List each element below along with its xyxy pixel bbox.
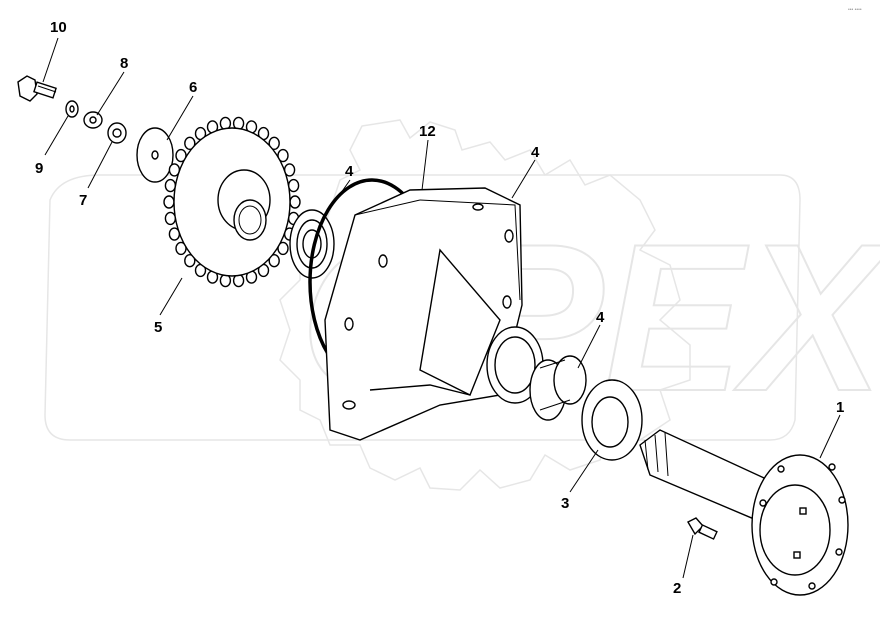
callout-12: 12 xyxy=(419,123,436,140)
part-washer-8 xyxy=(107,122,127,144)
callout-3: 3 xyxy=(561,495,569,512)
leader-9 xyxy=(96,71,125,116)
leader-7 xyxy=(166,95,194,141)
part-washer-9 xyxy=(83,111,103,129)
part-bearing-right xyxy=(529,355,587,421)
leader-4a xyxy=(321,179,351,221)
part-washer-7 xyxy=(136,127,174,183)
sprocket-tooth xyxy=(287,178,300,193)
leader-2 xyxy=(682,534,694,579)
leader-6 xyxy=(159,277,183,316)
leader-11 xyxy=(42,37,59,83)
part-axle-flange xyxy=(639,429,849,596)
leader-8 xyxy=(87,141,113,189)
sprocket-tooth xyxy=(164,178,177,193)
part-washer-10 xyxy=(65,100,79,118)
sprocket-tooth xyxy=(289,195,301,209)
part-bolt xyxy=(17,75,57,102)
callout-4-right: 4 xyxy=(596,309,605,326)
leader-10 xyxy=(44,115,69,156)
leader-3 xyxy=(569,449,599,493)
part-hub-housing xyxy=(324,187,544,441)
leader-12 xyxy=(421,139,429,191)
corner-note: ••• •••• xyxy=(848,7,862,13)
sprocket-tooth xyxy=(184,254,196,268)
part-stud xyxy=(687,517,718,540)
callout-8: 7 xyxy=(79,192,87,209)
part-sprocket xyxy=(163,116,301,288)
sprocket-tooth xyxy=(163,195,175,209)
callout-6: 5 xyxy=(154,319,162,336)
leader-5 xyxy=(511,159,536,199)
callout-10: 9 xyxy=(35,160,43,177)
sprocket-tooth xyxy=(164,211,177,226)
leader-4b xyxy=(577,324,601,369)
part-bearing-left xyxy=(289,209,335,279)
callout-4-left: 4 xyxy=(345,163,354,180)
leader-lines xyxy=(42,37,841,579)
callout-1: 1 xyxy=(836,399,844,416)
callout-7: 6 xyxy=(189,79,197,96)
sprocket-tooth xyxy=(268,136,280,151)
sprocket-tooth xyxy=(268,254,280,268)
part-seal xyxy=(581,379,643,461)
callout-2: 2 xyxy=(673,580,681,597)
callout-labels: 10 8 9 7 6 5 4 12 4 4 3 1 2 xyxy=(35,19,844,597)
sprocket-tooth xyxy=(184,136,196,151)
callout-11: 10 xyxy=(50,19,67,36)
leader-1 xyxy=(819,414,841,459)
callout-9: 8 xyxy=(120,55,128,72)
callout-5: 4 xyxy=(531,144,540,161)
